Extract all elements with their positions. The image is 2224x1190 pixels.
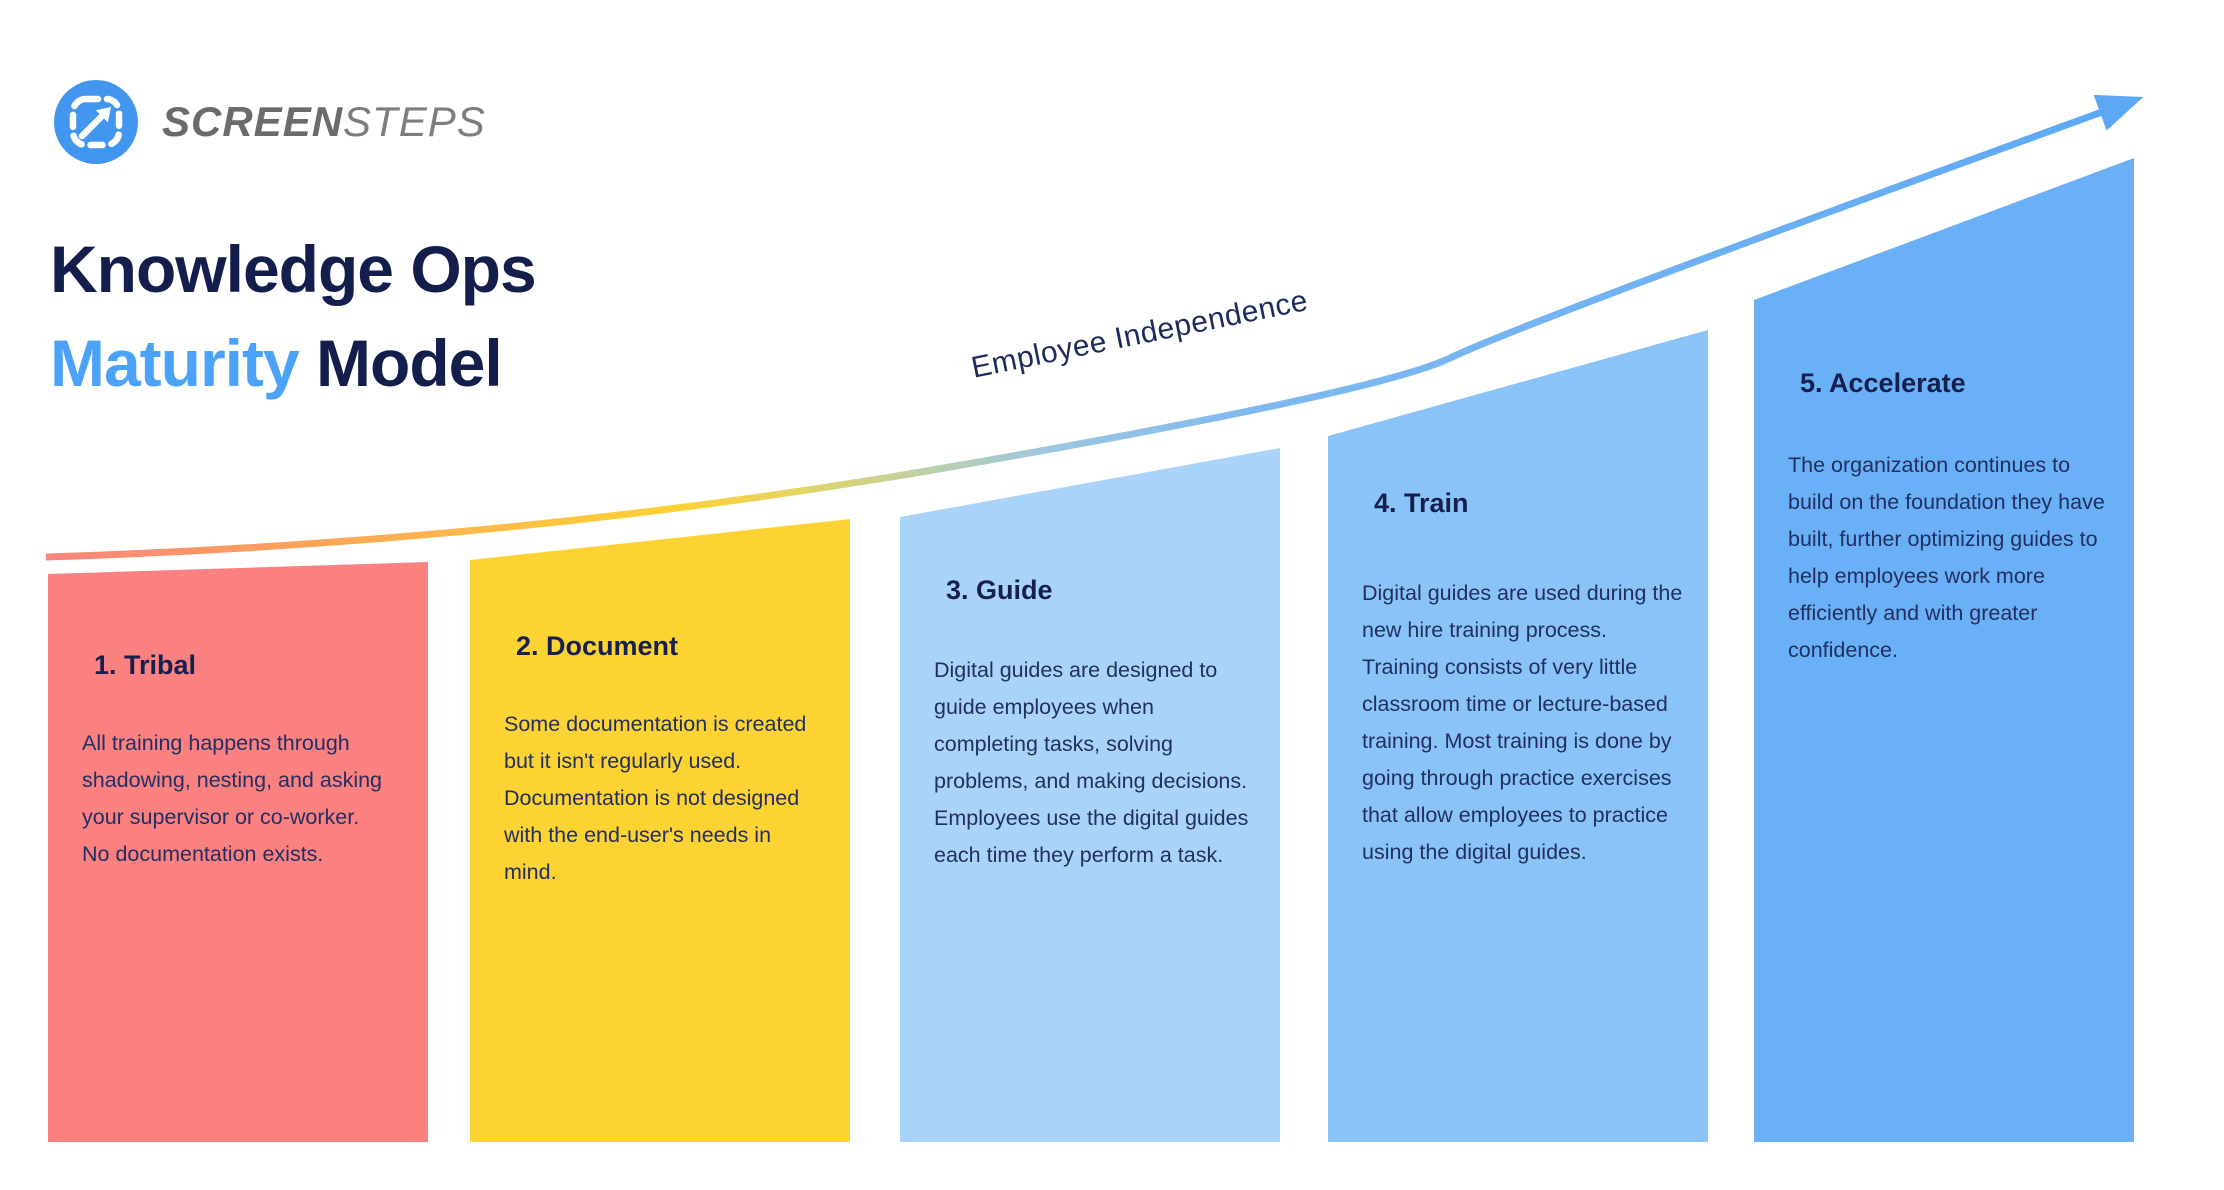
title-rest: Model bbox=[298, 326, 503, 400]
page-title: Knowledge Ops Maturity Model bbox=[50, 222, 537, 410]
stage-title: 1. Tribal bbox=[94, 650, 197, 680]
title-highlight: Maturity bbox=[50, 326, 300, 400]
stage-title: 2. Document bbox=[516, 631, 679, 661]
stage-title: 3. Guide bbox=[946, 575, 1053, 605]
title-line-2: Maturity Model bbox=[50, 316, 536, 410]
stage-title: 5. Accelerate bbox=[1800, 368, 1966, 398]
wordmark-screen: SCREEN bbox=[162, 98, 344, 145]
stage-description: The organization continues to build on t… bbox=[1788, 453, 2105, 662]
stage-block-document: 2. Document Some documentation is create… bbox=[470, 519, 850, 1142]
stage-description: Some documentation is created but it isn… bbox=[504, 712, 807, 884]
screensteps-logo: SCREENSTEPS bbox=[54, 80, 486, 164]
screensteps-wordmark: SCREENSTEPS bbox=[162, 80, 486, 164]
stage-block-accelerate: 5. Accelerate The organization continues… bbox=[1754, 158, 2134, 1142]
stage-description: Digital guides are designed to guide emp… bbox=[934, 658, 1249, 867]
stage-title: 4. Train bbox=[1374, 488, 1469, 518]
curve-line bbox=[45, 108, 2104, 561]
wordmark-steps: STEPS bbox=[343, 98, 486, 145]
stage-block-tribal: 1. Tribal All training happens through s… bbox=[48, 562, 428, 1142]
stage-block-train: 4. Train Digital guides are used during … bbox=[1328, 330, 1708, 1142]
title-line-1: Knowledge Ops bbox=[50, 232, 537, 306]
stage-description: Digital guides are used during the new h… bbox=[1362, 581, 1683, 864]
screensteps-logo-icon bbox=[54, 80, 138, 164]
stage-block-guide: 3. Guide Digital guides are designed to … bbox=[900, 448, 1280, 1142]
stage-description: All training happens through shadowing, … bbox=[82, 731, 383, 866]
arrowhead-icon bbox=[2093, 94, 2144, 131]
